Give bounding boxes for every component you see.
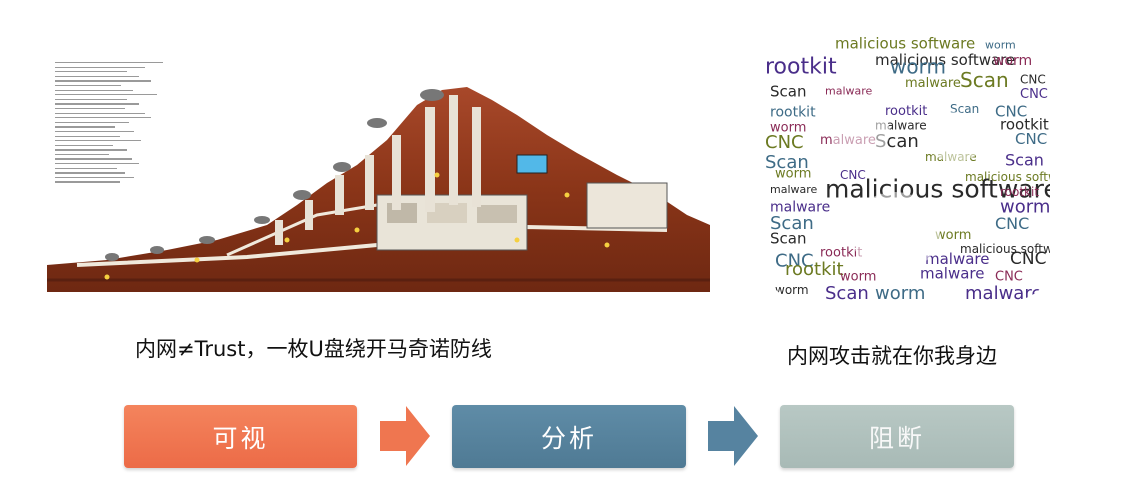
wordcloud-word: rootkit <box>770 105 816 121</box>
step-visibility-label: 可视 <box>212 423 269 453</box>
caption-intranet-trust: 内网≠Trust，一枚U盘绕开马奇诺防线 <box>135 337 492 361</box>
wordcloud-word: malware <box>965 283 1042 300</box>
wordcloud-word: Scan <box>1005 150 1044 169</box>
wordcloud-word: Scan <box>770 213 814 234</box>
wordcloud-word: Scan <box>960 68 1009 92</box>
wordcloud-word: CNC <box>1020 73 1046 87</box>
right-arrow-icon <box>380 406 430 466</box>
wordcloud-word: rootkit <box>785 259 844 280</box>
wordcloud-word: worm <box>890 54 946 78</box>
right-arrow-icon <box>708 406 758 466</box>
wordcloud-highlight <box>830 107 890 157</box>
step-block-label: 阻断 <box>868 423 925 453</box>
wordcloud-word: worm <box>840 269 876 284</box>
wordcloud-word: Scan <box>825 283 869 300</box>
wordcloud-word: rootkit <box>885 104 927 119</box>
wordcloud-word: worm <box>775 283 809 297</box>
caption-intranet-attack: 内网攻击就在你我身边 <box>787 344 997 368</box>
step-analysis-box: 分析 <box>452 405 686 468</box>
wordcloud-highlight <box>925 112 985 162</box>
wordcloud-word: rootkit <box>1000 116 1049 134</box>
wordcloud-word: CNC <box>1020 87 1048 102</box>
wordcloud-word: CNC <box>1015 130 1047 148</box>
wordcloud-word: worm <box>875 283 925 300</box>
wordcloud-word: CNC <box>840 168 866 182</box>
wordcloud-word: CNC <box>995 269 1023 284</box>
wordcloud-word: Scan <box>770 82 806 100</box>
wordcloud-word: rootkit <box>1000 185 1039 199</box>
maginot-fortress-illustration <box>47 55 710 292</box>
wordcloud-word: malicious software <box>965 170 1050 184</box>
wordcloud-word: CNC <box>775 251 814 272</box>
wordcloud-word: CNC <box>765 132 804 153</box>
wordcloud-highlight <box>850 192 940 272</box>
wordcloud-word: CNC <box>995 214 1029 233</box>
wordcloud-word: malware <box>825 85 873 98</box>
wordcloud-word: malware <box>925 250 990 268</box>
wordcloud-word: malware <box>770 199 830 215</box>
wordcloud-word: Scan <box>770 230 806 248</box>
wordcloud-word: malicious software <box>960 242 1050 256</box>
wordcloud-word: malware <box>770 183 818 196</box>
wordcloud-word: malicious software <box>835 35 975 53</box>
wordcloud-word: CNC <box>1010 249 1046 269</box>
wordcloud-word: worm <box>775 166 811 181</box>
step-analysis-label: 分析 <box>540 423 597 453</box>
wordcloud-word: worm <box>985 39 1016 52</box>
wordcloud-word: worm <box>935 228 971 243</box>
wordcloud-word: worm <box>993 53 1032 69</box>
wordcloud-word: worm <box>1000 196 1050 217</box>
step-block-box: 阻断 <box>780 405 1014 468</box>
step-visibility-box: 可视 <box>124 405 357 468</box>
wordcloud-word: CNC <box>995 103 1027 121</box>
wordcloud-word: malware <box>920 265 985 283</box>
wordcloud-word: malicious software <box>875 51 1015 69</box>
wordcloud-word: Scan <box>765 152 809 173</box>
fortress-legend <box>55 62 175 186</box>
wordcloud-word: rootkit <box>765 54 837 79</box>
wordcloud-word: rootkit <box>820 245 862 260</box>
wordcloud-word: worm <box>770 120 806 135</box>
wordcloud-word: malicious software <box>825 175 1050 204</box>
wordcloud-word: malware <box>905 76 961 91</box>
